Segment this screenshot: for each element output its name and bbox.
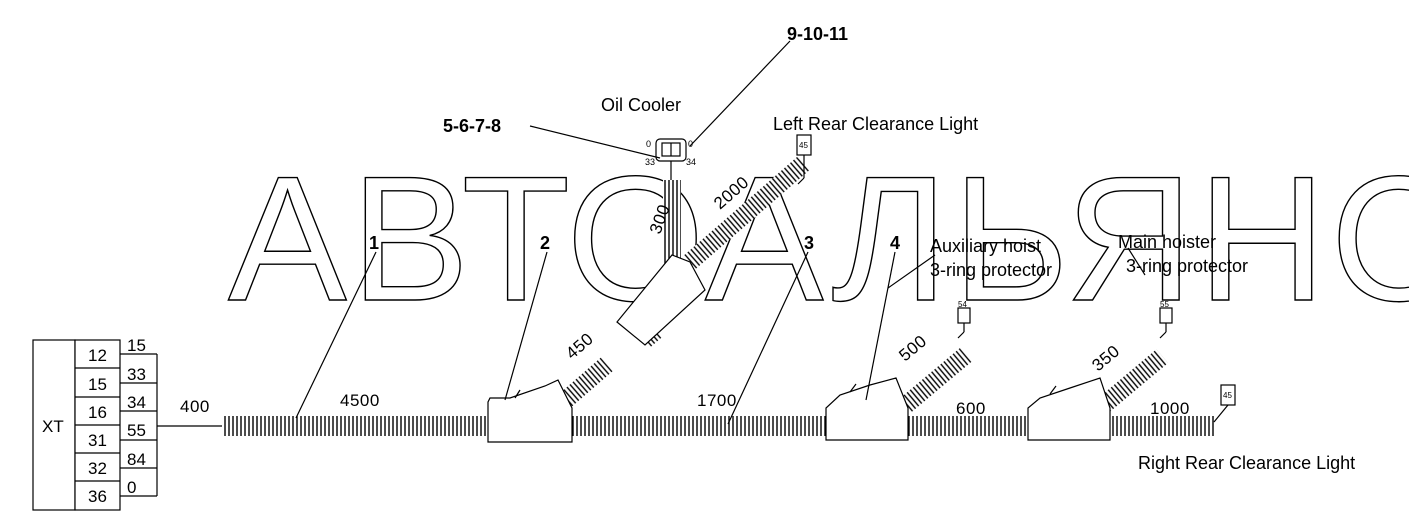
callout-1: 1 (369, 233, 379, 253)
cooler-tag: 33 (645, 157, 655, 167)
aux-hoist-label: Auxiliary hoist (930, 236, 1041, 256)
main-hoister-label-2: 3-ring protector (1126, 256, 1248, 276)
right-rear-light-label: Right Rear Clearance Light (1138, 453, 1355, 473)
xt-body (32, 339, 76, 511)
xt-pin: 15 (88, 375, 107, 394)
xt-connector: XT 12 15 16 31 32 36 15 33 34 55 84 0 (32, 336, 222, 511)
svg-text:45: 45 (1223, 391, 1232, 400)
dimension-label: 1000 (1150, 399, 1190, 418)
xt-wire: 33 (127, 365, 146, 384)
dimension-label: 1700 (697, 391, 737, 410)
xt-pin: 36 (88, 487, 107, 506)
svg-text:45: 45 (799, 141, 808, 150)
light-connectors: 45 45 54 55 (796, 134, 1236, 423)
xt-pin: 31 (88, 431, 107, 450)
main-hoister-label: Main hoister (1118, 232, 1216, 252)
harness-segment-4500 (222, 416, 488, 436)
cooler-tag: 0 (688, 139, 693, 149)
xt-pin: 12 (88, 346, 107, 365)
branch-350 (1098, 349, 1169, 412)
xt-wire: 0 (127, 478, 136, 497)
oil-cooler-label: Oil Cooler (601, 95, 681, 115)
xt-pin: 32 (88, 459, 107, 478)
harness-segment-1000 (1110, 416, 1214, 436)
protector-4 (825, 377, 909, 441)
watermark-text: АВТОАЛЬЯНС (228, 139, 1409, 338)
callout-4: 4 (890, 233, 900, 253)
part-9-10-11-label: 9-10-11 (787, 24, 848, 44)
branch-harnesses (554, 156, 1169, 412)
oil-cooler-connector: 0 0 33 34 (645, 138, 696, 180)
leader-lines (295, 40, 1146, 425)
dimension-label: 600 (956, 399, 986, 418)
xt-wire: 15 (127, 336, 146, 355)
cooler-tag: 0 (646, 139, 651, 149)
callout-2: 2 (540, 233, 550, 253)
svg-text:54: 54 (958, 300, 967, 309)
protector-main (1027, 377, 1111, 441)
connector-55 (1159, 307, 1173, 324)
oil-cooler-junction (616, 254, 706, 346)
harness-segment-1700 (572, 416, 826, 436)
dimension-label: 350 (1088, 341, 1123, 375)
branch-2000 (684, 156, 810, 269)
protector-2 (487, 379, 573, 443)
callout-3: 3 (804, 233, 814, 253)
left-rear-light-label: Left Rear Clearance Light (773, 114, 978, 134)
aux-hoist-label-2: 3-ring protector (930, 260, 1052, 280)
branch-300-vertical (663, 180, 681, 266)
cooler-tag: 34 (686, 157, 696, 167)
part-5-6-7-8-label: 5-6-7-8 (443, 116, 501, 136)
connector-54 (957, 307, 971, 324)
svg-text:55: 55 (1160, 300, 1169, 309)
xt-wire: 84 (127, 450, 146, 469)
branch-450-lower (554, 357, 613, 412)
harness-segment-600 (908, 416, 1028, 436)
dimension-label: 4500 (340, 391, 380, 410)
main-harness (222, 416, 1214, 436)
xt-wire: 34 (127, 393, 146, 412)
branch-500 (900, 347, 972, 412)
xt-label: XT (42, 417, 64, 436)
xt-pin: 16 (88, 403, 107, 422)
dimension-label: 400 (180, 397, 210, 416)
xt-wire: 55 (127, 421, 146, 440)
ring-protectors (487, 254, 1111, 443)
